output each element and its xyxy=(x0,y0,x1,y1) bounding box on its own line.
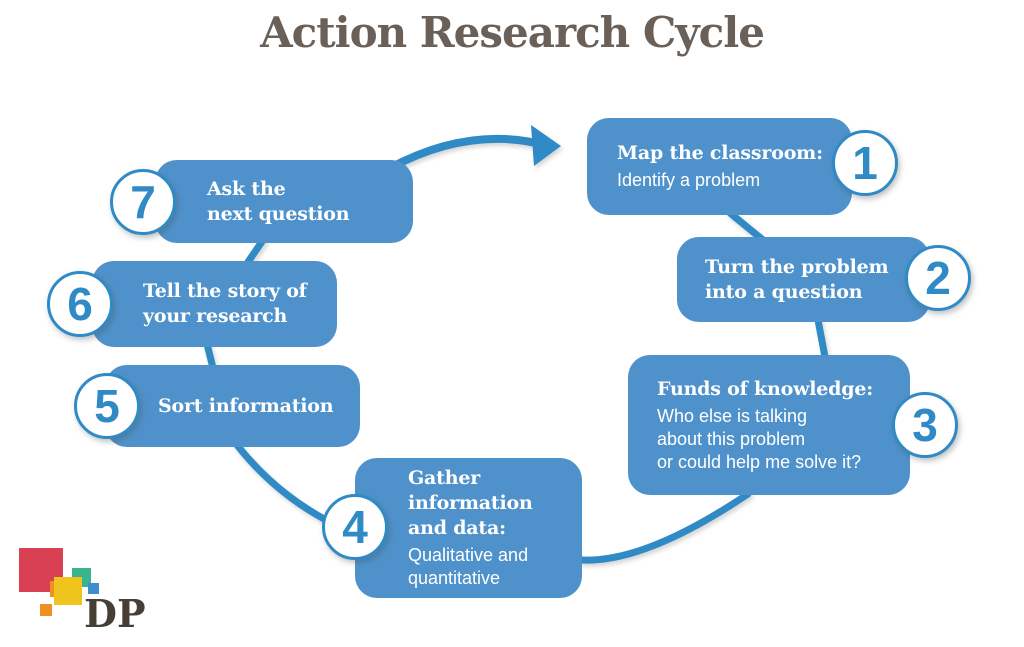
step-4-number-badge: 4 xyxy=(322,494,388,560)
logo-blue-square xyxy=(88,583,99,594)
step-7-heading: Ask the next question xyxy=(207,177,350,225)
step-2-heading: Turn the problem into a question xyxy=(705,255,889,303)
arrow-7-1-shaft xyxy=(386,134,540,172)
connector-6-5 xyxy=(203,340,217,372)
step-3-heading: Funds of knowledge: xyxy=(657,377,874,400)
step-6-number-badge: 6 xyxy=(47,271,113,337)
step-3-body: Who else is talking about this problem o… xyxy=(657,405,862,472)
step-1-number-badge: 1 xyxy=(832,130,898,196)
connector-5-4 xyxy=(233,441,330,524)
step-2-box: Turn the problem into a question xyxy=(677,237,930,322)
step-5-box: Sort information xyxy=(105,365,360,447)
step-7-number-badge: 7 xyxy=(110,169,176,235)
step-4-body: Qualitative and quantitative xyxy=(408,545,529,588)
logo-text: DP xyxy=(84,591,146,636)
step-3-box: Funds of knowledge: Who else is talking … xyxy=(628,355,910,495)
connector-2-3 xyxy=(814,316,829,361)
step-6-heading: Tell the story of your research xyxy=(143,280,307,327)
step-1-box: Map the classroom: Identify a problem xyxy=(587,118,852,215)
logo-orange-small-square xyxy=(40,604,52,616)
step-5-heading: Sort information xyxy=(158,394,334,417)
step-4-box: Gather information and data: Qualitative… xyxy=(355,458,582,598)
step-3-number-badge: 3 xyxy=(892,392,958,458)
step-4-heading: Gather information and data: xyxy=(408,467,533,539)
step-6-box: Tell the story of your research xyxy=(92,261,337,347)
step-1-heading: Map the classroom: xyxy=(617,142,823,164)
arrow-7-1-head xyxy=(531,125,561,166)
connector-1-2 xyxy=(726,209,767,244)
step-7-box: Ask the next question xyxy=(155,160,413,243)
step-1-body: Identify a problem xyxy=(617,170,761,190)
logo-yellow-square xyxy=(54,577,82,605)
connector-7-6 xyxy=(244,236,267,266)
connector-3-4 xyxy=(578,490,752,564)
step-2-number-badge: 2 xyxy=(905,245,971,311)
step-5-number-badge: 5 xyxy=(74,373,140,439)
dp-logo: DP xyxy=(19,548,159,638)
page-title: Action Research Cycle xyxy=(260,8,765,57)
